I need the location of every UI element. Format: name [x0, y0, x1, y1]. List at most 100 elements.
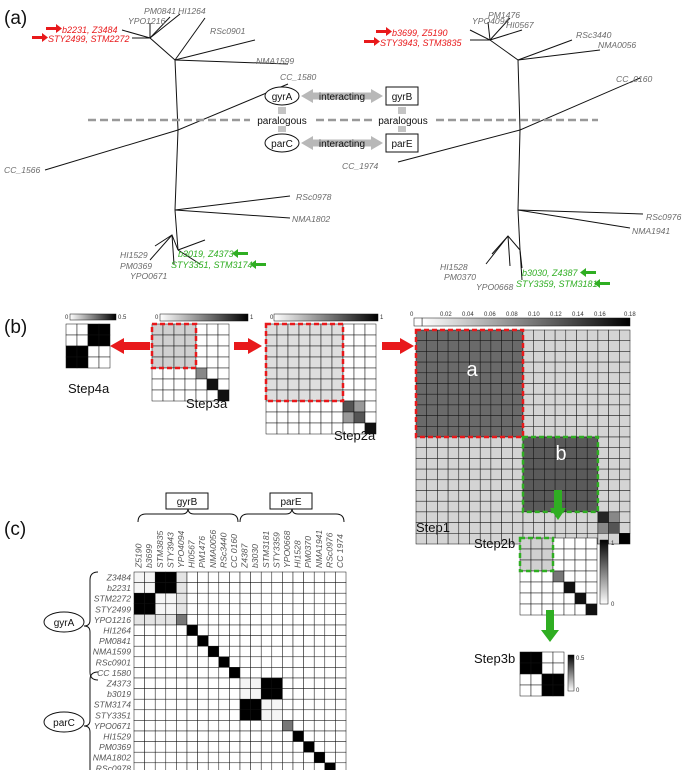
matrix-cell [292, 635, 304, 647]
matrix-cell [574, 581, 587, 594]
matrix-cell [265, 422, 278, 435]
matrix-cell [324, 730, 336, 742]
matrix-cell [426, 436, 438, 448]
matrix-cell [186, 688, 198, 700]
leaf-left: YPO1216 [128, 16, 165, 26]
matrix-cell [335, 751, 347, 764]
matrix-cell [229, 645, 241, 658]
matrix-cell [501, 458, 513, 470]
matrix-cell [447, 468, 460, 481]
matrix-cell [490, 415, 502, 427]
matrix-cell [239, 603, 251, 615]
matrix-cell [490, 447, 502, 459]
matrix-cell [197, 592, 209, 605]
matrix-cell [229, 571, 241, 583]
matrix-cell [501, 329, 513, 341]
matrix-cell [162, 323, 175, 336]
matrix-cell [608, 522, 620, 534]
block-b-label: b [555, 443, 566, 465]
matrix-cell [239, 698, 251, 711]
matrix-cell [218, 645, 230, 658]
matrix-cell [608, 372, 620, 384]
matrix-cell [276, 356, 289, 369]
matrix-cell [313, 762, 326, 770]
row-label: b3019 [107, 689, 131, 699]
matrix-cell [239, 624, 251, 636]
matrix-cell [197, 762, 209, 770]
matrix-cell [479, 500, 492, 513]
matrix-cell [154, 571, 167, 583]
matrix-cell [544, 329, 556, 341]
matrix-cell [565, 500, 577, 513]
row-label: PM0841 [99, 636, 131, 646]
matrix-cell [415, 372, 427, 384]
matrix-cell [144, 762, 156, 770]
matrix-cell [133, 720, 145, 732]
matrix-cell [287, 378, 300, 391]
matrix-cell [250, 603, 262, 615]
matrix-cell [541, 581, 554, 594]
row-label: RSc0901 [96, 657, 132, 667]
matrix-cell [576, 329, 588, 341]
matrix-cell [303, 741, 315, 753]
matrix-cell [287, 356, 300, 369]
matrix-cell [512, 393, 524, 406]
matrix-cell [512, 340, 524, 352]
matrix-cell [479, 351, 492, 363]
matrix-cell [597, 490, 609, 502]
matrix-cell [173, 323, 186, 336]
matrix-cell [313, 635, 326, 647]
matrix-cell [303, 688, 315, 700]
matrix-cell [176, 762, 188, 770]
colorbar-tick: 0.16 [594, 312, 606, 318]
matrix-cell [195, 378, 208, 391]
row-label: Z4373 [106, 678, 132, 688]
matrix-cell [458, 500, 470, 513]
matrix-cell [437, 426, 449, 438]
matrix-cell [260, 582, 273, 594]
matrix-cell [522, 415, 534, 427]
matrix-cell [133, 624, 145, 636]
matrix-cell [260, 709, 273, 721]
matrix-cell [282, 730, 294, 742]
matrix-cell [597, 500, 609, 513]
red-arrow-icon [110, 338, 150, 354]
column-label: STY3943 [165, 532, 175, 568]
leaf-right: PM1476 [488, 10, 520, 20]
matrix-cell [239, 762, 251, 770]
leaf-left: CC_1566 [4, 165, 41, 175]
matrix-cell [154, 582, 167, 594]
matrix-cell [331, 345, 344, 358]
matrix-cell [282, 614, 294, 626]
matrix-cell [597, 511, 609, 523]
matrix-cell [563, 559, 576, 572]
matrix-cell [331, 400, 344, 413]
matrix-cell [415, 458, 427, 470]
matrix-cell [415, 329, 427, 341]
matrix-cell [335, 571, 347, 583]
matrix-cell [585, 592, 598, 605]
row-label: RSc0978 [96, 763, 132, 770]
matrix-cell [501, 415, 513, 427]
matrix-cell [324, 688, 336, 700]
matrix-cell [554, 415, 567, 427]
matrix-cell [292, 656, 304, 668]
matrix-cell [229, 614, 241, 626]
matrix-cell [133, 741, 145, 753]
matrix-cell [586, 426, 599, 438]
matrix-cell [218, 592, 230, 605]
matrix-cell [565, 372, 577, 384]
matrix-cell [533, 329, 545, 341]
matrix-cell [239, 667, 251, 679]
matrix-cell [282, 624, 294, 636]
matrix-cell [287, 400, 300, 413]
matrix-cell [309, 389, 322, 402]
matrix-cell [479, 479, 492, 491]
gyrA-group-label: gyrA [54, 618, 75, 629]
matrix-cell [313, 720, 326, 732]
column-label: CC 0160 [229, 534, 239, 568]
matrix-cell [260, 624, 273, 636]
colorbar-tick: 0 [155, 315, 159, 321]
matrix-cell [151, 378, 164, 391]
matrix-cell [552, 548, 565, 561]
